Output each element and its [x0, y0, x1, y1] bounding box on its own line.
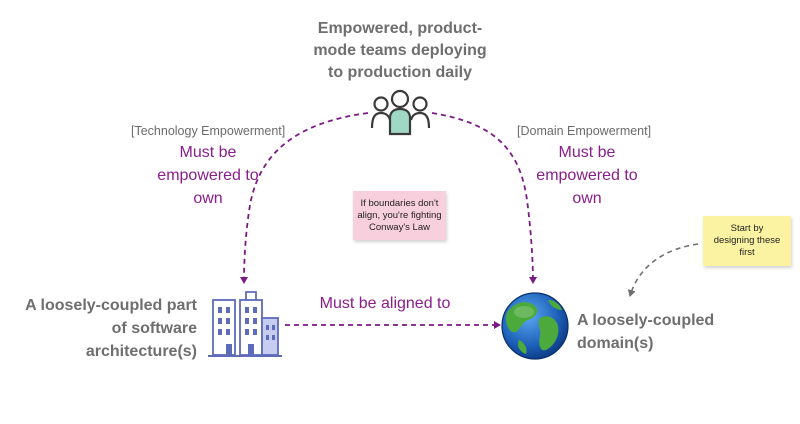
right-arrow-label: Must be empowered to own	[525, 141, 649, 210]
pink-note-line-2: align, you're fighting	[357, 209, 442, 221]
left-arrow-label-line-2: empowered to	[157, 167, 259, 184]
team-label-line-2: mode teams deploying	[313, 42, 487, 59]
left-arrow-label: Must be empowered to own	[146, 141, 270, 210]
software-label-line-3: architecture(s)	[85, 343, 197, 360]
team-label: Empowered, product- mode teams deploying…	[290, 18, 510, 84]
right-arrow-label-line-2: empowered to	[536, 167, 638, 184]
team-label-line-1: Empowered, product-	[317, 20, 483, 37]
aligned-arrow-label: Must be aligned to	[319, 295, 451, 312]
software-architecture-label: A loosely-coupled part of software archi…	[10, 294, 197, 363]
yellow-note-line-1: Start by	[730, 223, 764, 234]
right-arrow-label-line-3: own	[572, 190, 602, 207]
conways-law-note: If boundaries don't align, you're fighti…	[353, 191, 446, 240]
buildings-icon	[208, 291, 282, 357]
arrow-team-to-domain	[431, 112, 537, 284]
pink-note-line-1: If boundaries don't	[360, 197, 439, 209]
team-icon	[370, 89, 431, 136]
technology-empowerment-tag: [Technology Empowerment]	[131, 124, 286, 138]
software-label-line-1: A loosely-coupled part	[25, 297, 197, 314]
left-arrow-label-line-1: Must be	[179, 144, 237, 161]
right-arrow-label-line-1: Must be	[558, 144, 616, 161]
yellow-note-line-3: first	[739, 247, 755, 258]
domain-label: A loosely-coupled domain(s)	[577, 309, 747, 355]
globe-icon	[501, 292, 569, 360]
domain-empowerment-tag: [Domain Empowerment]	[517, 124, 652, 138]
software-label-line-2: of software	[111, 320, 197, 337]
domain-label-line-2: domain(s)	[577, 335, 654, 352]
arrow-note-to-domain	[627, 243, 699, 297]
pink-note-line-3: Conway's Law	[369, 221, 430, 233]
start-here-note: Start by designing these first	[703, 216, 791, 266]
left-arrow-label-line-3: own	[193, 190, 223, 207]
team-label-line-3: to production daily	[328, 64, 472, 81]
yellow-note-line-2: designing these	[713, 235, 781, 246]
arrow-team-to-software	[240, 112, 369, 284]
domain-label-line-1: A loosely-coupled	[577, 312, 715, 329]
